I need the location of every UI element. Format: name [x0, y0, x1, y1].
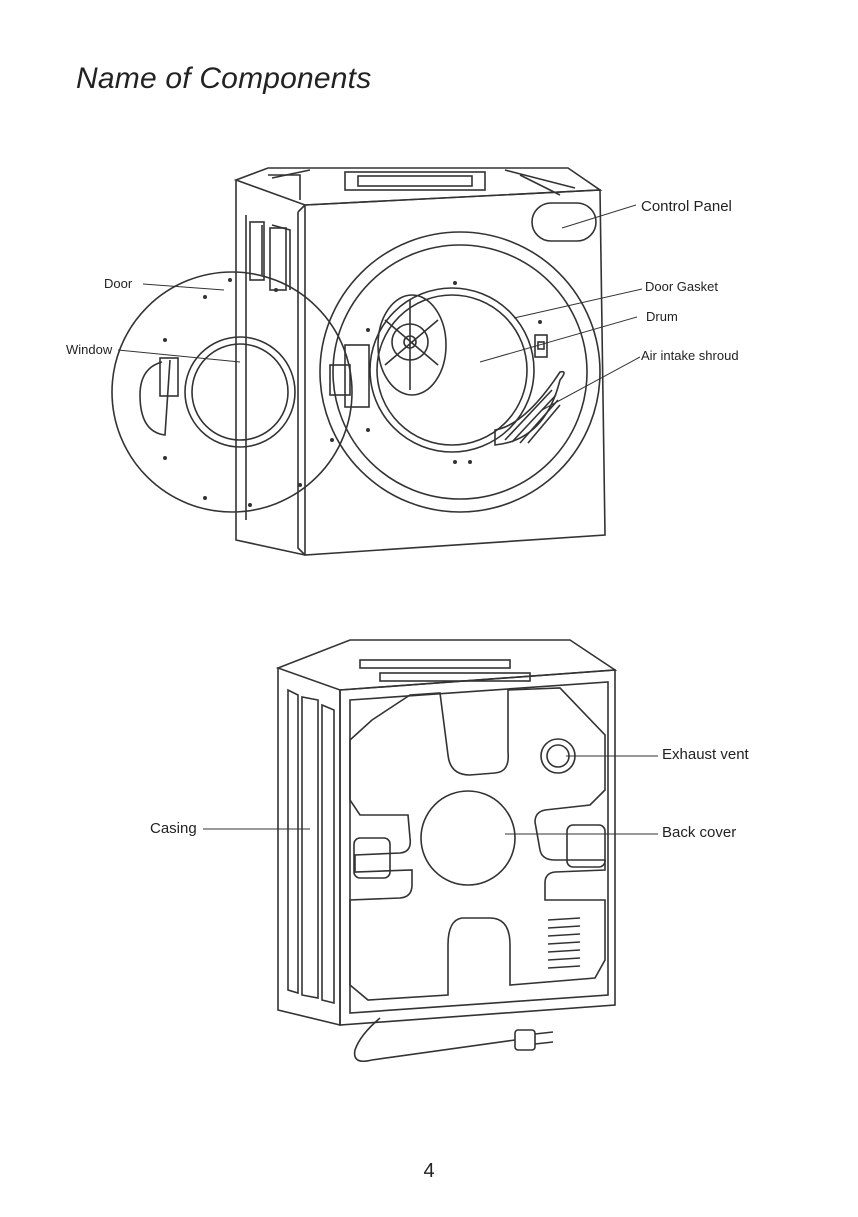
- label-drum: Drum: [646, 309, 678, 324]
- label-window: Window: [66, 342, 112, 357]
- label-air-intake-shroud: Air intake shroud: [641, 348, 739, 363]
- label-door: Door: [104, 276, 132, 291]
- label-door-gasket: Door Gasket: [645, 279, 718, 294]
- dryer-back-illustration: [0, 0, 858, 1100]
- label-control-panel: Control Panel: [641, 198, 732, 215]
- label-exhaust-vent: Exhaust vent: [662, 746, 749, 763]
- label-back-cover: Back cover: [662, 824, 736, 841]
- label-casing: Casing: [150, 820, 197, 837]
- page-number: 4: [0, 1160, 858, 1183]
